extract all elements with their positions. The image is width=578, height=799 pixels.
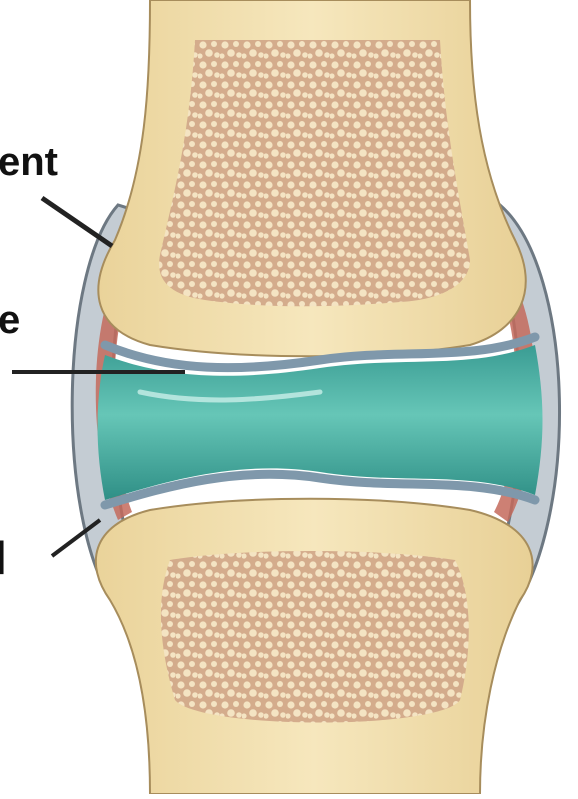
- label-bottom: l: [0, 535, 7, 581]
- upper-spongy-bone: [159, 40, 470, 306]
- lower-spongy-bone: [161, 551, 469, 723]
- leader-line-top: [42, 198, 112, 246]
- label-top: ent: [0, 142, 58, 182]
- label-middle: e: [0, 300, 20, 340]
